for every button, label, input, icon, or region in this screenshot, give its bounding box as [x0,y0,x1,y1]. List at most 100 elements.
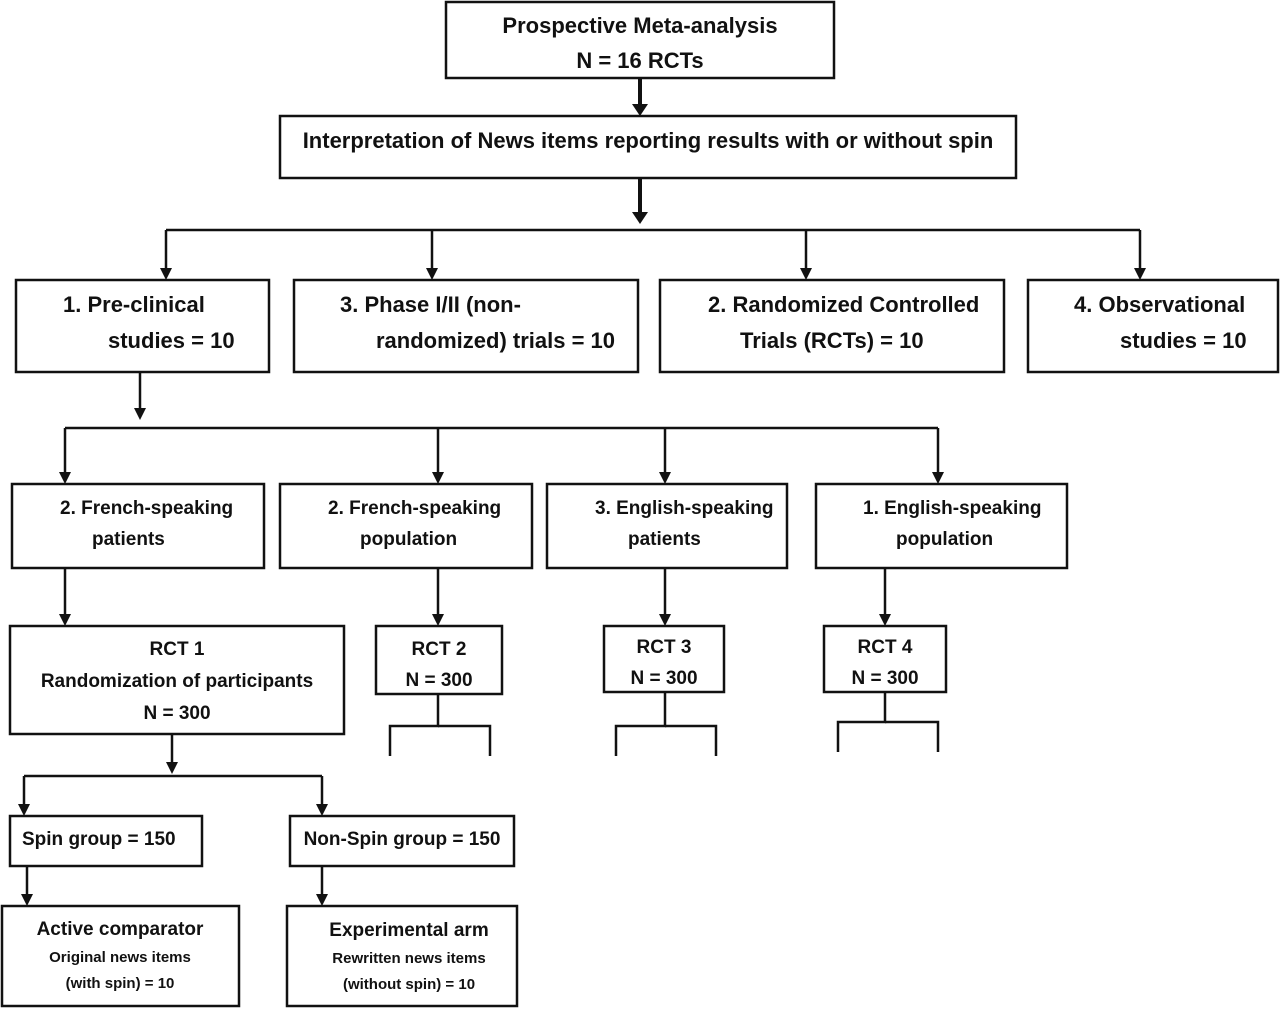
rct2-box: RCT 2 N = 300 [374,624,504,696]
population-line2: population [896,529,993,550]
population-line2: patients [628,529,701,550]
population-line1: 2. French-speaking [60,498,233,519]
active-comparator-line2: (with spin) = 10 [66,975,175,992]
population-line2: population [360,529,457,550]
population-frame [10,482,266,570]
rct1-description: Randomization of participants [41,671,313,692]
study-type-line2: randomized) trials = 10 [376,328,615,353]
study-type-frame [14,278,271,374]
rct3-label: RCT 3 [637,637,692,658]
experimental-arm-title: Experimental arm [329,920,488,941]
rct3-count: N = 300 [630,668,697,689]
population-box-4: 1. English-speaking population [814,482,1069,570]
rct1-frame [8,624,346,736]
active-comparator-title: Active comparator [37,919,204,940]
rct2-label: RCT 2 [412,639,467,660]
meta-analysis-frame [444,0,836,80]
arrowhead [166,762,178,774]
arrowhead [432,472,444,484]
population-box-2: 2. French-speaking population [278,482,534,570]
connectors [18,78,1146,906]
study-type-box-phase: 3. Phase I/II (non- randomized) trials =… [292,278,640,374]
spin-group-box: Spin group = 150 [8,814,204,868]
rct2-count: N = 300 [405,670,472,691]
interpretation-box: Interpretation of News items reporting r… [278,114,1018,180]
population-line1: 2. French-speaking [328,498,501,519]
arrowhead [316,804,328,816]
rct4-frame [822,624,948,694]
bracket-rct2-left [388,694,440,756]
rct3-box: RCT 3 N = 300 [602,624,726,694]
arrowhead [21,894,33,906]
study-type-line1: 4. Observational [1074,292,1245,317]
population-line1: 1. English-speaking [863,498,1041,519]
rct4-label: RCT 4 [858,637,913,658]
arrowhead [879,614,891,626]
meta-analysis-title: Prospective Meta-analysis [502,13,777,38]
population-box-3: 3. English-speaking patients [545,482,789,570]
experimental-arm-line1: Rewritten news items [332,950,485,967]
study-type-box-rct: 2. Randomized Controlled Trials (RCTs) =… [658,278,1006,374]
arrowhead [59,614,71,626]
rct4-count: N = 300 [851,668,918,689]
bracket-rct4-left [836,692,887,752]
arrowhead [659,614,671,626]
rct4-box: RCT 4 N = 300 [822,624,948,694]
bracket-rct3-right [665,724,718,756]
study-type-frame [292,278,640,374]
arrowhead [59,472,71,484]
non-spin-group-box: Non-Spin group = 150 [288,814,516,868]
experimental-arm-frame [285,904,519,1008]
arrowhead [160,268,172,280]
arrowhead [426,268,438,280]
study-type-line2: studies = 10 [1120,328,1247,353]
study-type-line2: studies = 10 [108,328,235,353]
population-line2: patients [92,529,165,550]
study-type-line1: 2. Randomized Controlled [708,292,979,317]
study-type-box-observational: 4. Observational studies = 10 [1026,278,1280,374]
active-comparator-line1: Original news items [49,949,191,966]
bracket-rct4-right [885,720,940,752]
meta-analysis-count: N = 16 RCTs [576,48,703,73]
population-line1: 3. English-speaking [595,498,773,519]
interpretation-frame [278,114,1018,180]
arrowhead [134,408,146,420]
study-type-box-preclinical: 1. Pre-clinical studies = 10 [14,278,271,374]
rct1-label: RCT 1 [150,639,205,660]
study-type-line2: Trials (RCTs) = 10 [740,328,924,353]
study-type-line1: 3. Phase I/II (non- [340,292,521,317]
population-frame [278,482,534,570]
experimental-arm-box: Experimental arm Rewritten news items (w… [285,904,519,1008]
active-comparator-frame [0,904,241,1008]
study-type-frame [658,278,1006,374]
non-spin-group-frame [288,814,516,868]
arrowhead [800,268,812,280]
population-frame [814,482,1069,570]
arrowhead [659,472,671,484]
spin-group-label: Spin group = 150 [22,829,176,850]
study-type-frame [1026,278,1280,374]
arrowhead [632,104,648,116]
spin-group-frame [8,814,204,868]
bracket-rct3-left [614,692,667,756]
arrowhead [932,472,944,484]
arrowhead [632,212,648,224]
non-spin-group-label: Non-Spin group = 150 [304,829,501,850]
experimental-arm-line2: (without spin) = 10 [343,976,475,993]
arrowhead [1134,268,1146,280]
arrowhead [432,614,444,626]
study-type-line1: 1. Pre-clinical [63,292,205,317]
arrowhead [316,894,328,906]
bracket-rct2-right [438,724,492,756]
rct2-frame [374,624,504,696]
arrowhead [18,804,30,816]
rct1-box: RCT 1 Randomization of participants N = … [8,624,346,736]
rct1-count: N = 300 [143,703,210,724]
population-frame [545,482,789,570]
active-comparator-box: Active comparator Original news items (w… [0,904,241,1008]
meta-analysis-box: Prospective Meta-analysis N = 16 RCTs [444,0,836,80]
interpretation-text: Interpretation of News items reporting r… [303,128,994,153]
rct3-frame [602,624,726,694]
population-box-1: 2. French-speaking patients [10,482,266,570]
